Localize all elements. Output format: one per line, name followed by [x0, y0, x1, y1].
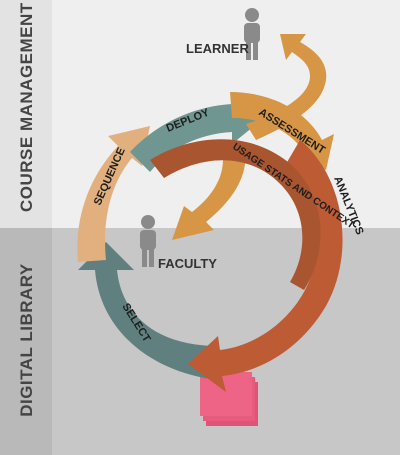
digital-library-band [0, 228, 52, 455]
learner-body [244, 23, 260, 43]
faculty-figure [140, 215, 156, 267]
faculty-leg-left [142, 247, 147, 267]
deploy-arrow [130, 92, 264, 172]
learner-leg-right [253, 40, 258, 60]
course-management-band [0, 0, 52, 228]
faculty-feedback-arrow [172, 144, 246, 240]
faculty-body [140, 230, 156, 250]
sequence-arrow [77, 126, 150, 262]
library-stack-sheet-front [200, 372, 252, 416]
learner-leg-left [246, 40, 251, 60]
usage-stats-ring [150, 139, 321, 290]
learner-figure [244, 8, 260, 60]
learner-loop-arrow [246, 34, 327, 140]
library-stack [200, 372, 258, 426]
select-arrow [78, 242, 218, 380]
faculty-head [141, 215, 155, 229]
faculty-label: FACULTY [158, 256, 217, 271]
analytics-arrow [188, 140, 343, 392]
faculty-leg-right [149, 247, 154, 267]
learner-label: LEARNER [186, 41, 249, 56]
learner-head [245, 8, 259, 22]
